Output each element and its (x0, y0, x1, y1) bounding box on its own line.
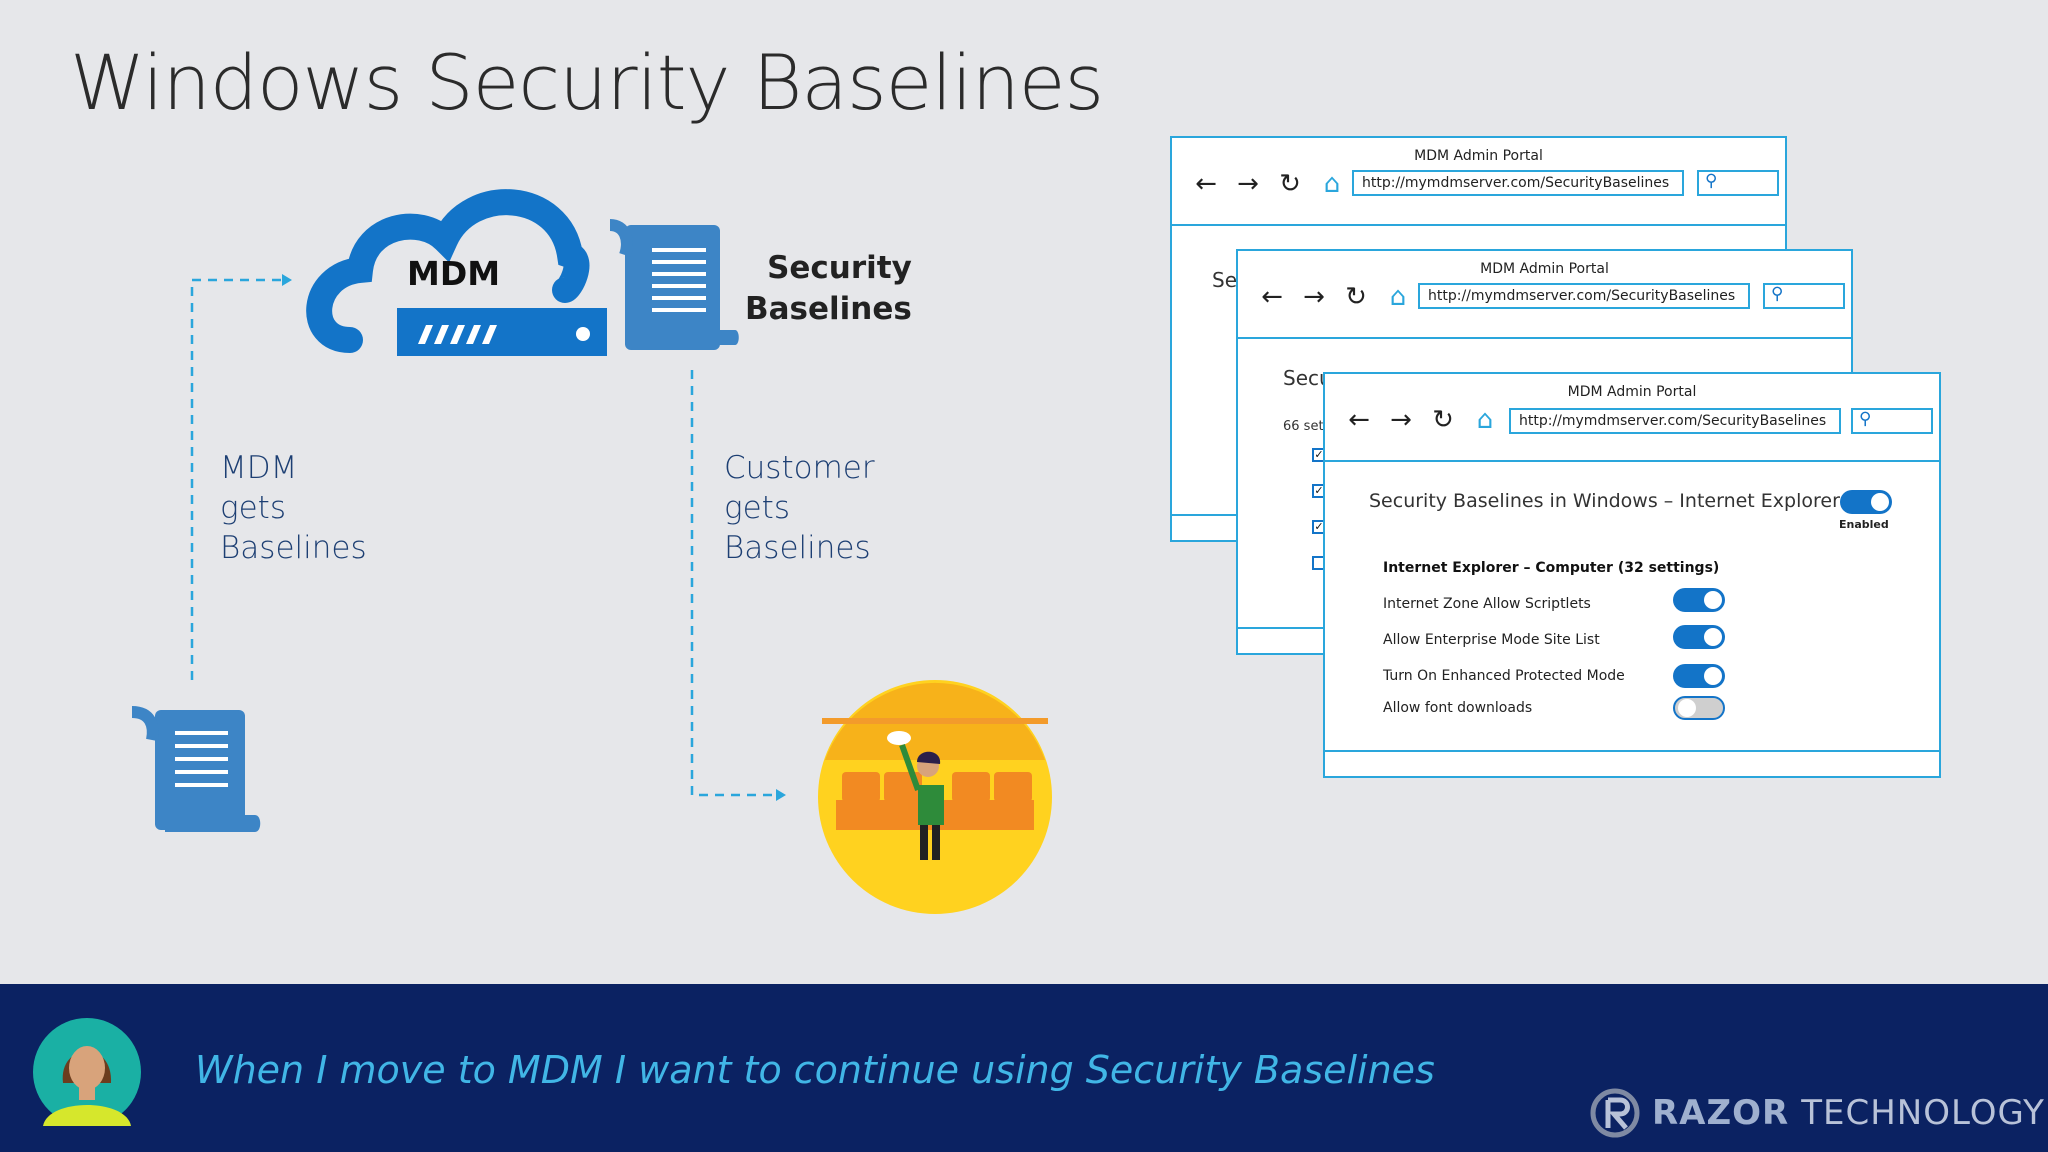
baseline-heading: Security Baselines in Windows – Internet… (1369, 490, 1840, 512)
security-baselines-label: Security Baselines (745, 248, 912, 330)
refresh-icon[interactable]: ↻ (1279, 169, 1301, 199)
search-icon: ⚲ (1705, 171, 1718, 191)
security-baselines-label-line2: Baselines (745, 291, 912, 327)
forward-arrow-icon[interactable]: → (1237, 169, 1259, 199)
customer-illustration (818, 680, 1052, 914)
baseline-enabled-toggle[interactable] (1840, 490, 1892, 514)
setting-toggle-enhanced-protected-mode[interactable] (1673, 664, 1725, 688)
search-box[interactable]: ⚲ (1763, 283, 1845, 309)
url-bar[interactable]: http://mymdmserver.com/SecurityBaselines (1418, 283, 1750, 309)
window-title: MDM Admin Portal (1480, 261, 1609, 277)
forward-arrow-icon[interactable]: → (1303, 282, 1325, 312)
url-bar[interactable]: http://mymdmserver.com/SecurityBaselines (1352, 170, 1684, 196)
cloud-label: MDM (407, 254, 501, 293)
setting-label: Allow font downloads (1383, 700, 1533, 716)
mdm-cloud-icon (306, 189, 607, 356)
portal-window-front: MDM Admin Portal ← → ↻ ⌂ http://mymdmser… (1323, 372, 1941, 778)
footer-quote: When I move to MDM I want to continue us… (195, 1048, 1435, 1092)
header-divider (1238, 337, 1851, 339)
header-divider (1325, 460, 1939, 462)
brand-primary: RAZOR (1652, 1093, 1790, 1133)
mdm-gets-baselines-label: MDM gets Baselines (220, 448, 367, 568)
customer-flow-arrowhead (776, 789, 786, 801)
setting-toggle-font-downloads[interactable] (1673, 696, 1725, 720)
home-icon[interactable]: ⌂ (1389, 282, 1407, 312)
security-baselines-label-line1: Security (767, 250, 912, 286)
window-title: MDM Admin Portal (1567, 384, 1697, 400)
customer-flow-arrow (690, 370, 778, 797)
customer-gets-line3: Baselines (724, 530, 871, 566)
brand-secondary: TECHNOLOGY (1801, 1093, 2045, 1133)
toggle-label: Enabled (1839, 518, 1889, 531)
avatar (33, 1018, 141, 1126)
footer-bar (0, 984, 2048, 1152)
security-baselines-document-icon (609, 219, 739, 350)
search-box[interactable]: ⚲ (1851, 408, 1933, 434)
url-bar[interactable]: http://mymdmserver.com/SecurityBaselines (1509, 408, 1841, 434)
slide-title: Windows Security Baselines (70, 38, 1104, 127)
baseline-document-icon (131, 706, 261, 832)
back-arrow-icon[interactable]: ← (1261, 282, 1283, 312)
partial-count: 66 set (1283, 419, 1324, 434)
search-box[interactable]: ⚲ (1697, 170, 1779, 196)
mdm-gets-line3: Baselines (220, 530, 367, 566)
mdm-gets-line2: gets (220, 490, 286, 526)
home-icon[interactable]: ⌂ (1323, 169, 1341, 199)
setting-label: Turn On Enhanced Protected Mode (1383, 668, 1625, 684)
diagram (131, 189, 1052, 914)
refresh-icon[interactable]: ↻ (1345, 282, 1367, 312)
footer-divider (1325, 750, 1939, 752)
home-icon[interactable]: ⌂ (1476, 405, 1494, 435)
customer-gets-line1: Customer (724, 450, 875, 486)
brand-logo: RAZOR TECHNOLOGY (1590, 1088, 2045, 1138)
refresh-icon[interactable]: ↻ (1432, 405, 1454, 435)
forward-arrow-icon[interactable]: → (1390, 405, 1412, 435)
settings-group-label: Internet Explorer – Computer (32 setting… (1383, 560, 1720, 576)
search-icon: ⚲ (1859, 409, 1872, 429)
back-arrow-icon[interactable]: ← (1195, 169, 1217, 199)
razor-logo-icon (1590, 1088, 1640, 1138)
header-divider (1172, 224, 1785, 226)
setting-toggle-enterprise-mode-site-list[interactable] (1673, 625, 1725, 649)
partial-heading: Se (1212, 268, 1237, 292)
back-arrow-icon[interactable]: ← (1348, 405, 1370, 435)
mdm-flow-arrow (190, 278, 285, 680)
setting-label: Internet Zone Allow Scriptlets (1383, 596, 1591, 612)
setting-label: Allow Enterprise Mode Site List (1383, 632, 1600, 648)
mdm-flow-arrowhead (282, 274, 292, 286)
search-icon: ⚲ (1771, 284, 1784, 304)
setting-toggle-internet-zone-scriptlets[interactable] (1673, 588, 1725, 612)
mdm-gets-line1: MDM (220, 450, 298, 486)
customer-gets-line2: gets (724, 490, 790, 526)
window-title: MDM Admin Portal (1414, 148, 1543, 164)
customer-gets-baselines-label: Customer gets Baselines (724, 448, 875, 568)
